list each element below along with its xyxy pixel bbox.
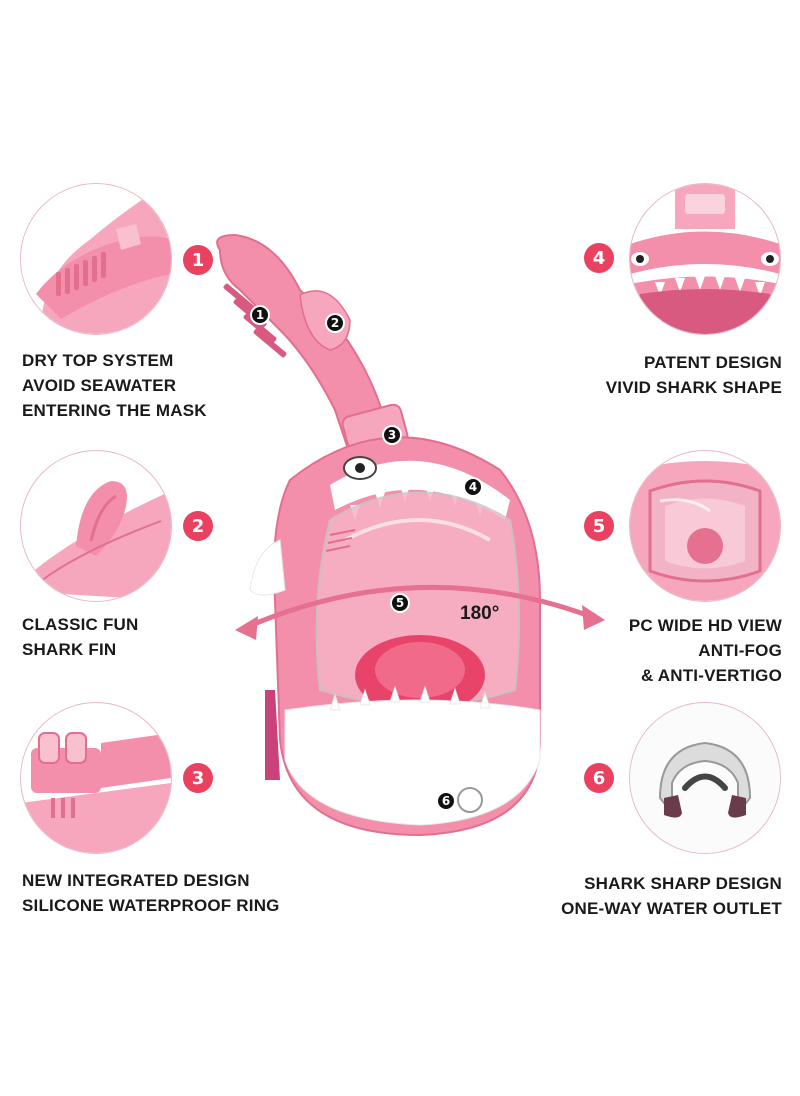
feature-3-line-1: NEW INTEGRATED DESIGN (22, 871, 250, 890)
feature-4-badge: 4 (584, 243, 614, 273)
feature-5-line-2: ANTI-FOG (698, 641, 782, 660)
feature-5-caption: PC WIDE HD VIEW ANTI-FOG & ANTI-VERTIGO (629, 613, 782, 688)
feature-6-line-1: SHARK SHARP DESIGN (584, 874, 782, 893)
shark-fin-icon (21, 481, 171, 601)
feature-3-line-2: SILICONE WATERPROOF RING (22, 896, 280, 915)
product-marker-5: 5 (390, 593, 410, 613)
feature-2-line-1: CLASSIC FUN (22, 615, 139, 634)
feature-5-detail-image (629, 450, 781, 602)
feature-4-line-1: PATENT DESIGN (644, 353, 782, 372)
feature-1-detail-image (20, 183, 172, 335)
feature-6-line-2: ONE-WAY WATER OUTLET (561, 899, 782, 918)
feature-1-line-2: AVOID SEAWATER (22, 376, 177, 395)
feature-1-line-1: DRY TOP SYSTEM (22, 351, 174, 370)
product-marker-3: 3 (382, 425, 402, 445)
feature-5-badge: 5 (584, 511, 614, 541)
feature-4-detail-image (629, 183, 781, 335)
feature-5-line-3: & ANTI-VERTIGO (641, 666, 782, 685)
feature-4-line-2: VIVID SHARK SHAPE (605, 378, 782, 397)
shark-snorkel-mask-icon (216, 233, 605, 837)
feature-2-badge: 2 (183, 511, 213, 541)
product-marker-4: 4 (463, 477, 483, 497)
feature-3-caption: NEW INTEGRATED DESIGN SILICONE WATERPROO… (22, 868, 280, 918)
dry-top-icon (21, 184, 171, 334)
view-angle-label: 180° (460, 603, 500, 624)
product-marker-2: 2 (325, 313, 345, 333)
wide-view-lens-icon (630, 461, 780, 601)
feature-6-caption: SHARK SHARP DESIGN ONE-WAY WATER OUTLET (561, 871, 782, 921)
feature-2-caption: CLASSIC FUN SHARK FIN (22, 612, 138, 662)
feature-4-caption: PATENT DESIGN VIVID SHARK SHAPE (606, 350, 782, 400)
feature-1-badge: 1 (183, 245, 213, 275)
feature-6-detail-image (629, 702, 781, 854)
waterproof-ring-icon (21, 732, 171, 853)
feature-3-badge: 3 (183, 763, 213, 793)
feature-1-line-3: ENTERING THE MASK (22, 401, 207, 420)
feature-2-detail-image (20, 450, 172, 602)
feature-6-badge: 6 (584, 763, 614, 793)
snorkel-mask-image (180, 220, 605, 860)
feature-3-detail-image (20, 702, 172, 854)
water-outlet-icon (630, 703, 780, 853)
feature-1-caption: DRY TOP SYSTEM AVOID SEAWATER ENTERING T… (22, 348, 207, 423)
shark-face-icon (630, 184, 780, 334)
feature-5-line-1: PC WIDE HD VIEW (628, 616, 782, 635)
product-marker-1: 1 (250, 305, 270, 325)
product-marker-6: 6 (436, 791, 456, 811)
feature-2-line-2: SHARK FIN (22, 640, 117, 659)
